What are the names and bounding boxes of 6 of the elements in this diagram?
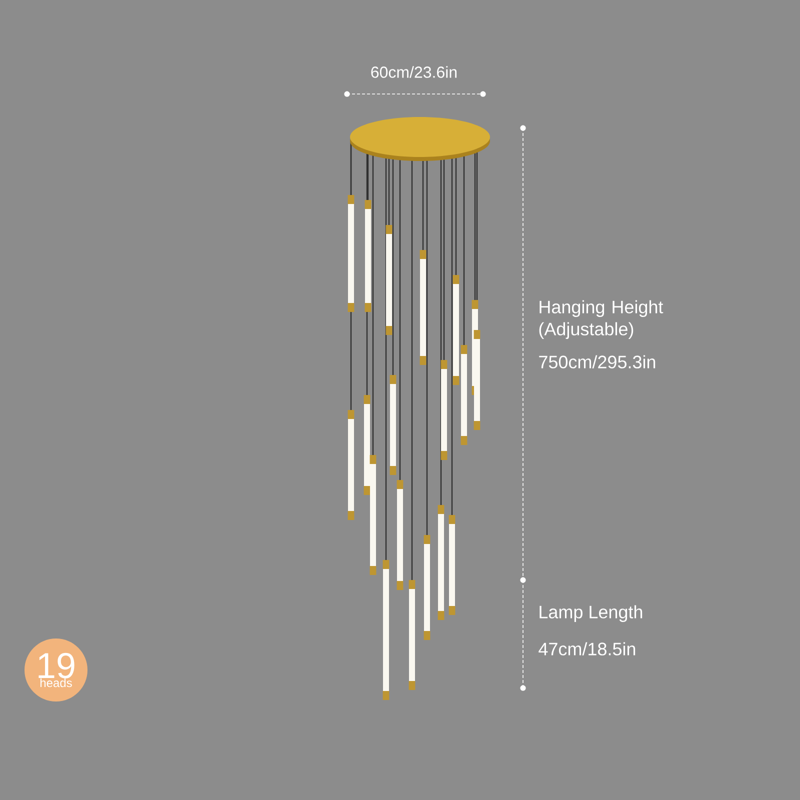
dimension-label: 47cm/18.5in (538, 642, 636, 656)
dimension-label: Hanging Height (Adjustable) (539, 300, 664, 339)
count-badge: 19 heads (24, 638, 88, 702)
dimension-label: Lamp Length (540, 605, 642, 622)
dimension-label: 750cm/295.3in (539, 355, 656, 368)
dimension-label: 60cm/23.6in (371, 66, 457, 78)
